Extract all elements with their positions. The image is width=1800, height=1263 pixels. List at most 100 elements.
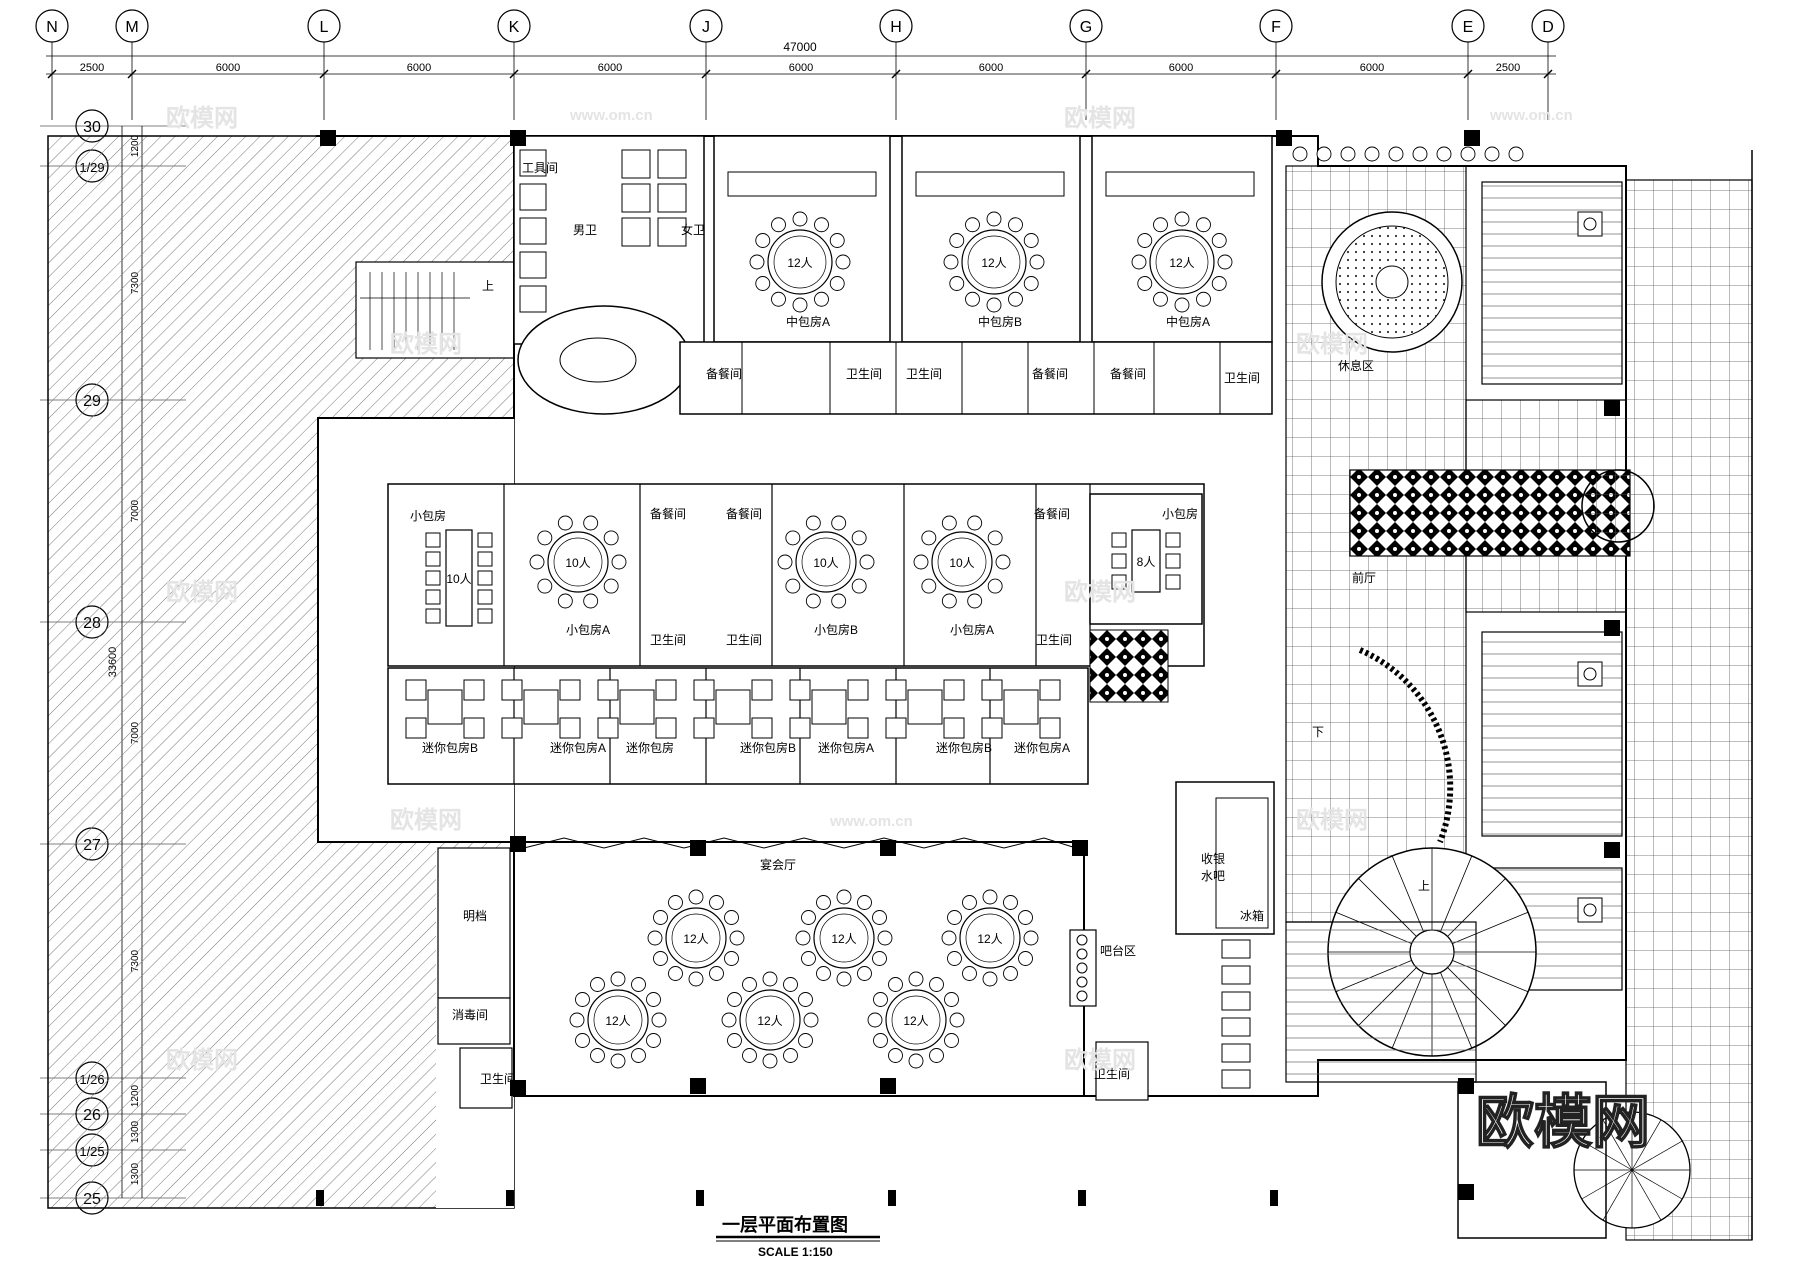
- watermark-url-3: www.om.cn: [829, 813, 913, 830]
- structural-column: [888, 1190, 896, 1206]
- spiral-tread: [1440, 855, 1473, 932]
- middle-room-block: [387, 483, 1205, 667]
- table-seat-label: 12人: [977, 932, 1002, 946]
- room-pantry-3: 备餐间: [1110, 366, 1146, 381]
- round-table: 10人: [529, 515, 627, 609]
- toilet-stall: [621, 183, 651, 213]
- round-table: 10人: [913, 515, 1011, 609]
- dim-tick: [319, 69, 329, 79]
- room-mini-b-1: 迷你包房B: [422, 740, 478, 755]
- round-table: 12人: [941, 889, 1039, 987]
- mini-room-chair: [405, 679, 427, 701]
- toilet-stall: [657, 183, 687, 213]
- room-open-kitchen: 明档: [463, 909, 487, 923]
- dim-span: 6000: [407, 62, 431, 74]
- structural-column: [880, 840, 896, 856]
- room-cashier: 收银: [1201, 852, 1225, 866]
- watermark-logo-4: 欧模网: [1296, 330, 1368, 358]
- structural-column: [1604, 842, 1620, 858]
- chair: [831, 593, 847, 609]
- structural-column: [880, 1078, 896, 1094]
- chair: [965, 291, 980, 307]
- chair: [908, 1053, 924, 1069]
- chair: [995, 554, 1011, 570]
- room-mini-a-1: 迷你包房A: [550, 740, 606, 755]
- mini-room-chair: [463, 717, 485, 739]
- structural-column: [1464, 130, 1480, 146]
- table-seat-label: 10人: [813, 556, 838, 570]
- mini-room-chair: [501, 679, 523, 701]
- dim-span: 6000: [598, 62, 622, 74]
- mini-room-chair: [559, 679, 581, 701]
- mini-room-chair: [597, 717, 619, 739]
- room-small-a-2: 小包房A: [950, 622, 994, 637]
- chair: [967, 515, 983, 531]
- chair: [755, 233, 771, 248]
- chair: [872, 951, 887, 966]
- chair: [851, 578, 867, 594]
- chair: [477, 570, 493, 586]
- room-wc-2: 卫生间: [906, 367, 942, 381]
- structural-column: [506, 1190, 514, 1206]
- chair: [668, 966, 683, 981]
- room-mid-a2: 中包房A: [1166, 314, 1210, 329]
- table-seat-label: 12人: [831, 932, 856, 946]
- chair: [771, 291, 786, 307]
- watermark-logo-main: 欧模网: [1476, 1090, 1650, 1155]
- plant-pot: [1364, 146, 1380, 162]
- room-womens-wc: 女卫: [681, 222, 705, 237]
- table-seat-label: 12人: [903, 1014, 928, 1028]
- chair: [1196, 217, 1211, 233]
- lamp: [1583, 903, 1597, 917]
- structural-column: [690, 1078, 706, 1094]
- chair: [668, 895, 683, 910]
- chair: [921, 578, 937, 594]
- table-top: [665, 907, 727, 969]
- chair: [724, 910, 739, 925]
- room-small-b-1: 小包房B: [814, 622, 858, 637]
- table-top: [547, 531, 609, 593]
- chair: [987, 578, 1003, 594]
- chair: [859, 554, 875, 570]
- chair: [1174, 211, 1190, 227]
- table-seat-label: 12人: [605, 1014, 630, 1028]
- dim-tick: [1271, 69, 1281, 79]
- chair: [908, 971, 924, 987]
- chair: [929, 977, 944, 992]
- table-top: [445, 529, 473, 627]
- table-lazy-susan: [937, 537, 987, 587]
- structural-column: [1604, 620, 1620, 636]
- room-wc-5: 卫生间: [726, 633, 762, 647]
- chair: [425, 608, 441, 624]
- chair: [1023, 233, 1039, 248]
- dim-span: 6000: [1360, 62, 1384, 74]
- table-lazy-susan: [967, 235, 1021, 289]
- planter-box: [1089, 629, 1169, 703]
- chair: [941, 515, 957, 531]
- structural-column: [696, 1190, 704, 1206]
- bar-stool: [1076, 990, 1088, 1002]
- chair: [829, 233, 845, 248]
- chair: [1137, 233, 1153, 248]
- room-pantry-5: 备餐间: [726, 506, 762, 521]
- chair: [943, 254, 959, 270]
- table-seat-label: 12人: [1169, 256, 1194, 270]
- dim-tick: [1463, 69, 1473, 79]
- table-seat-label: 8人: [1137, 555, 1156, 569]
- chair: [829, 276, 845, 291]
- chair: [986, 297, 1002, 313]
- chair: [801, 951, 816, 966]
- table-seat-label: 12人: [981, 256, 1006, 270]
- chair: [798, 1033, 813, 1048]
- mini-room-table: [907, 689, 943, 725]
- dim-total: 47000: [783, 40, 817, 54]
- chair: [941, 930, 957, 946]
- chair: [1029, 254, 1045, 270]
- round-table: 12人: [795, 889, 893, 987]
- table-lazy-susan: [773, 235, 827, 289]
- booth-seat: [1221, 939, 1251, 959]
- grid-column-label: L: [320, 19, 329, 36]
- sofa-bench: [915, 171, 1065, 197]
- chair: [816, 966, 831, 981]
